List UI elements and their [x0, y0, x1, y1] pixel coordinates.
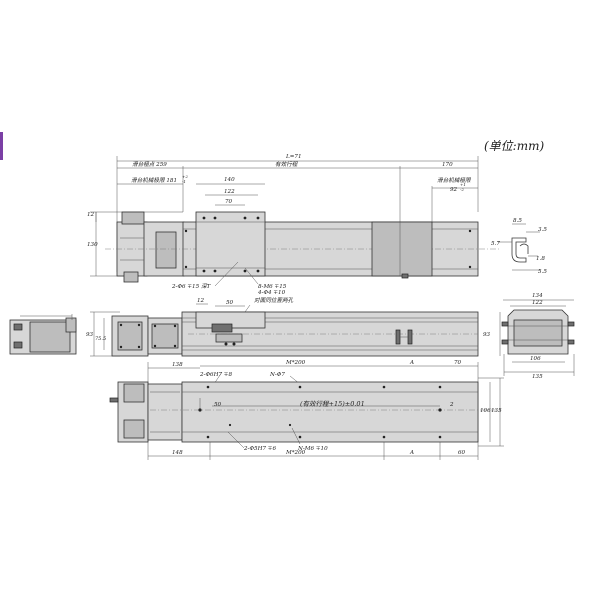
effective-stroke-label: 有效行程: [275, 161, 299, 168]
side-dim-12: 12: [197, 298, 205, 304]
left-end-view: [9, 314, 77, 355]
tol-left: +2: [182, 174, 188, 179]
side-view: 12 50 4-Φ4 ∓10 对面同位置两孔 93 75.5: [86, 290, 479, 357]
bottom-dim-70: 70: [454, 360, 462, 366]
end-dim-122: 122: [532, 300, 543, 306]
hole-top-label: 2-Φ6H7 ∓8: [199, 372, 232, 378]
dim-70: 70: [225, 199, 233, 205]
pin-label: 4-Φ4 ∓10: [257, 290, 286, 296]
a-bottom: A: [409, 450, 414, 456]
bottom-dim-138: 138: [172, 362, 183, 368]
hole-label-right: 8-M6 ∓15: [258, 284, 287, 290]
slider-mech-limit-left: 滑台机械极限 181: [131, 177, 177, 184]
dim-122: 122: [224, 189, 235, 195]
dim-140: 140: [224, 177, 235, 183]
m200-top: M*200: [285, 360, 306, 366]
bottom-dim-2: 2: [449, 402, 454, 408]
rail-body-bottom: [181, 381, 479, 443]
n-m6-label: N-M6 ∓10: [297, 446, 328, 452]
right-end-view: 134 122 93 106 135: [483, 293, 575, 380]
section-dim-d: 5.5: [538, 269, 547, 275]
hole-label-left: 2-Φ6 ∓15 深T: [171, 283, 212, 290]
section-detail: 8.5 3.5 5.7 1.8 5.5: [491, 218, 547, 275]
section-dim-top: 8.5: [513, 218, 522, 224]
a-top: A: [409, 360, 414, 366]
section-dim-a: 3.5: [538, 227, 547, 233]
bottom-dim-135: 135: [491, 408, 502, 414]
slider-limit-label: 滑台極点 259: [132, 161, 167, 168]
pin-note: 对面同位置两孔: [254, 297, 294, 304]
side-dim-50: 50: [226, 300, 234, 306]
tol-right-sub: -2: [460, 187, 464, 192]
carriage-top: [195, 211, 266, 277]
tol-right: +1: [460, 182, 466, 187]
right-end-label: 170: [442, 162, 453, 168]
end-dim-134: 134: [532, 293, 543, 299]
m200-bottom: M*200: [285, 450, 306, 456]
dim-130: 130: [87, 242, 98, 248]
section-dim-b: 5.7: [491, 241, 500, 247]
end-dim-106: 106: [530, 356, 541, 362]
bottom-dim-50: 50: [214, 402, 222, 408]
side-dim-75-5: 75.5: [95, 336, 106, 342]
section-dim-c: 1.8: [536, 256, 545, 262]
unit-label: (单位:mm): [484, 139, 544, 153]
end-dim-93: 93: [483, 332, 491, 338]
bottom-dim-148: 148: [172, 450, 183, 456]
left-accent-bar: [0, 132, 3, 160]
bottom-view: 138 2-Φ6H7 ∓8 N-Φ7 M*200 A 70: [109, 360, 504, 460]
end-dim-135: 135: [532, 374, 543, 380]
total-length-label: L=71: [285, 154, 302, 160]
dim-12: 12: [87, 212, 95, 218]
tol-left-sub: -1: [182, 179, 186, 184]
n-label: N-Φ7: [269, 372, 285, 378]
stroke-formula: (有效行程+15)±0.01: [300, 400, 365, 408]
right-limit-value: 92: [450, 187, 458, 193]
bottom-dim-60: 60: [458, 450, 466, 456]
slider-mech-limit-right: 滑台机械極限: [437, 177, 472, 184]
hole-bottom-label: 2-Φ5H7 ∓6: [243, 446, 276, 452]
side-dim-93: 93: [86, 332, 94, 338]
motor-cap-top: [121, 211, 145, 225]
bottom-dim-106: 106: [480, 408, 491, 414]
top-view: L=71 滑台極点 259 有效行程 170 滑台机械极限 181 +2 -1 …: [87, 154, 500, 290]
